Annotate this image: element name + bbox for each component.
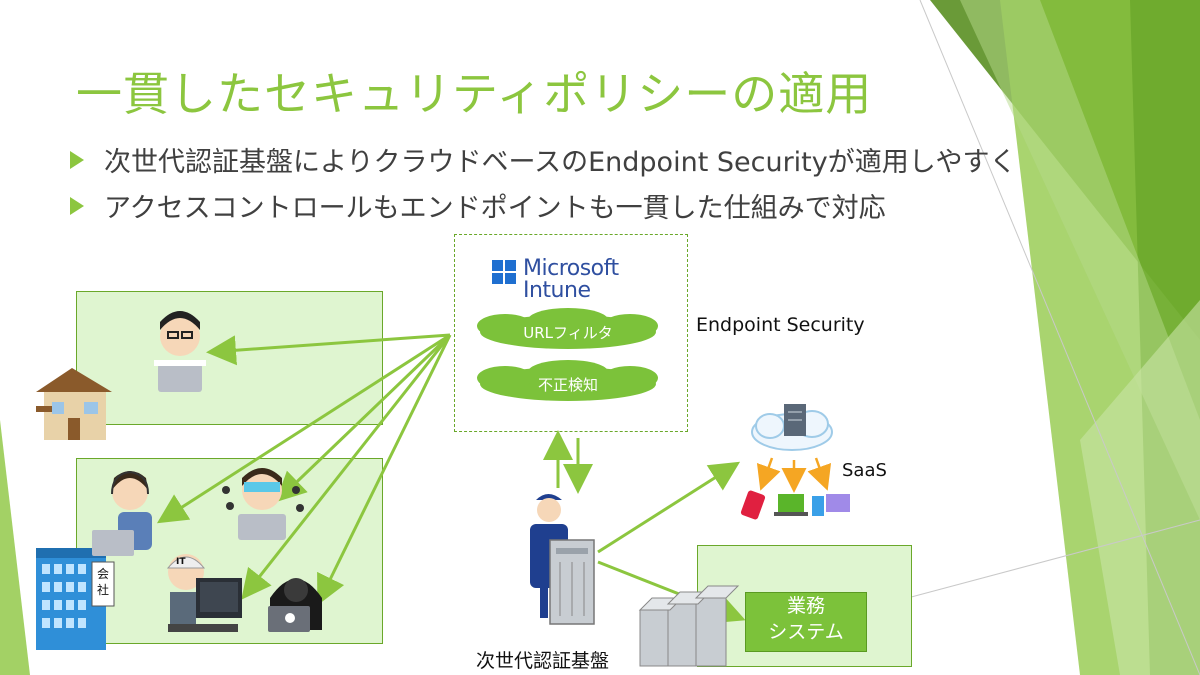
support-operator-icon: [92, 470, 152, 556]
brand-line-2: Intune: [523, 278, 591, 303]
microsoft-intune-wordmark: Microsoft Intune: [523, 258, 619, 302]
bullet-2-text: アクセスコントロールもエンドポイントも一貫した仕組みで対応: [104, 193, 886, 224]
it-badge: IT: [176, 557, 186, 567]
intrusion-detection-cloud-icon: [477, 360, 658, 401]
office-building-icon: [36, 548, 115, 650]
brand-line-1: Microsoft: [523, 256, 619, 281]
bullet-triangle-icon: [70, 197, 84, 215]
intrusion-detection-label: 不正検知: [537, 376, 598, 394]
url-filter-label: URLフィルタ: [523, 324, 613, 342]
bullet-1-text: 次世代認証基盤によりクラウドベースのEndpoint Securityが適用しや…: [104, 147, 1017, 178]
bullet-triangle-icon: [70, 151, 84, 169]
it-engineer-icon: [166, 554, 242, 632]
saas-cloud-icon: [751, 404, 833, 451]
microsoft-logo-icon: [492, 260, 516, 284]
bullet-1: 次世代認証基盤によりクラウドベースのEndpoint Securityが適用しや…: [70, 140, 1016, 179]
slide-title: 一貫したセキュリティポリシーの適用: [76, 67, 873, 121]
auth-server-icon: [549, 539, 595, 625]
home-worker-icon: [154, 311, 206, 392]
infected-user-icon: [222, 468, 304, 540]
client-devices-icon: [740, 490, 850, 520]
auth-platform-label: 次世代認証基盤: [476, 650, 610, 672]
bullet-2: アクセスコントロールもエンドポイントも一貫した仕組みで対応: [70, 186, 886, 225]
house-icon: [36, 368, 112, 440]
url-filter-cloud-icon: [477, 308, 658, 349]
business-system-label-2: システム: [768, 621, 844, 643]
saas-label: SaaS: [842, 460, 887, 481]
endpoint-security-label: Endpoint Security: [696, 314, 865, 336]
company-sign: 会社: [96, 567, 109, 597]
business-system-label-1: 業務: [786, 595, 825, 617]
hacker-icon: [268, 578, 322, 632]
server-rack-icon: [638, 585, 740, 667]
saas-arrows: [756, 457, 832, 493]
business-system-box: 業務 システム: [745, 592, 867, 652]
